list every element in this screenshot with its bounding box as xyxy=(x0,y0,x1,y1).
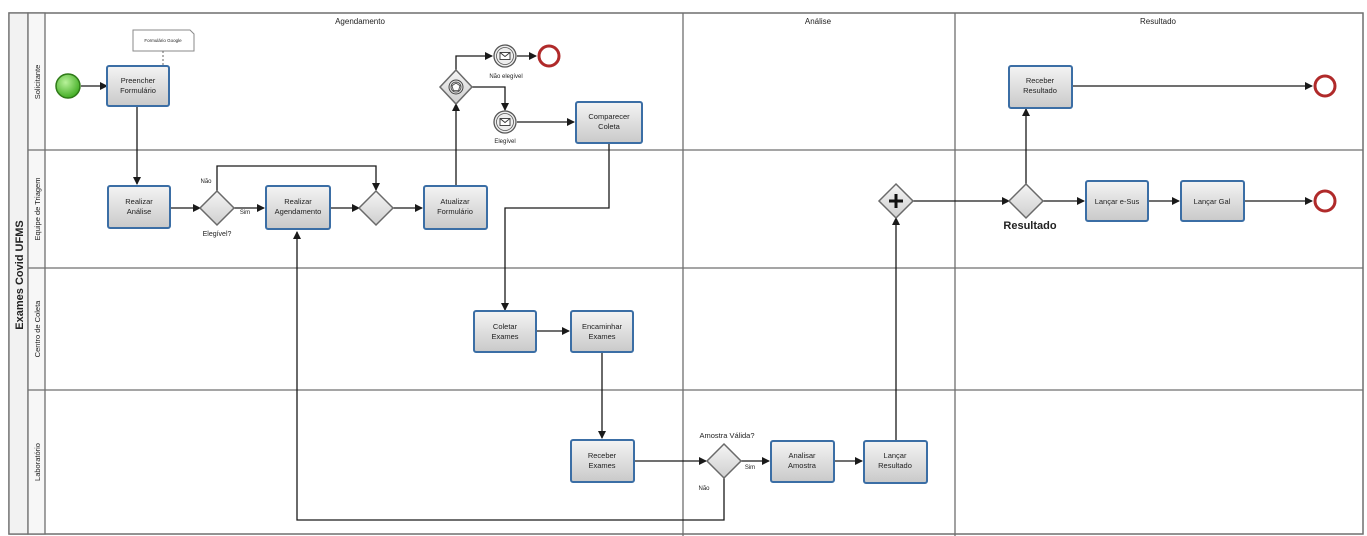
flow-nao-elegivel xyxy=(216,165,380,192)
end-event-gal xyxy=(1313,189,1337,213)
data-object-label: Formulário Google xyxy=(144,38,182,43)
phase-label-resultado: Resultado xyxy=(1140,17,1177,26)
task-lancar-esus: Lançar e-Sus xyxy=(1085,180,1149,222)
lane-label-equipe-triagem: Equipe de Triagem xyxy=(33,178,42,241)
start-event xyxy=(55,73,81,99)
message-event-nao-elegivel xyxy=(493,44,517,68)
label-nao-1: Não xyxy=(200,179,212,185)
end-event-nao-elegivel xyxy=(537,44,561,68)
lane-label-laboratorio: Laboratório xyxy=(33,443,42,481)
gateways xyxy=(198,68,1045,480)
pool: Exames Covid UFMS Solicitante Equipe de … xyxy=(8,12,1364,536)
phase-label-agendamento: Agendamento xyxy=(335,17,385,26)
label-resultado-gateway: Resultado xyxy=(1003,220,1056,232)
envelope-icon xyxy=(499,52,511,60)
task-lancar-gal: Lançar Gal xyxy=(1180,180,1245,222)
message-event-elegivel xyxy=(493,110,517,134)
flow-labels: Não elegível Elegível Não Sim Elegível? … xyxy=(200,74,1056,492)
flow-event-gateway-elegivel xyxy=(472,86,509,111)
plus-icon xyxy=(889,194,903,208)
sequence-flows xyxy=(81,52,1313,521)
lane-label-centro-coleta: Centro de Coleta xyxy=(33,300,42,358)
svg-text:Lançar Gal: Lançar Gal xyxy=(1194,197,1231,206)
gateway-resultado xyxy=(1007,182,1045,220)
label-elegivel-question: Elegível? xyxy=(203,231,232,238)
label-sim-2: Sim xyxy=(745,465,755,471)
envelope-icon xyxy=(499,118,511,126)
pool-title: Exames Covid UFMS xyxy=(14,220,26,329)
pentagon-icon xyxy=(451,82,461,91)
phase-label-analise: Análise xyxy=(805,17,832,26)
gateway-elegivel xyxy=(198,189,236,227)
flow-amostra-invalida xyxy=(293,231,725,521)
label-nao-2: Não xyxy=(698,486,710,492)
end-event-receber xyxy=(1313,74,1337,98)
label-amostra-valida: Amostra Válida? xyxy=(699,431,754,440)
lane-header-column xyxy=(27,12,46,535)
parallel-gateway xyxy=(877,182,915,220)
svg-text:Lançar e-Sus: Lançar e-Sus xyxy=(1095,197,1140,206)
event-based-gateway xyxy=(438,68,474,106)
data-object: Formulário Google xyxy=(132,29,195,66)
gateway-amostra-valida xyxy=(705,442,743,480)
gateway-merge xyxy=(357,189,395,227)
flow-event-gateway-nao-elegivel xyxy=(455,52,493,70)
lane-label-solicitante: Solicitante xyxy=(33,65,42,100)
label-elegivel: Elegível xyxy=(494,139,515,145)
events xyxy=(55,44,1337,213)
label-nao-elegivel: Não elegível xyxy=(489,74,522,80)
flow-comparecer-coletar xyxy=(501,143,610,311)
label-sim-1: Sim xyxy=(240,210,250,216)
